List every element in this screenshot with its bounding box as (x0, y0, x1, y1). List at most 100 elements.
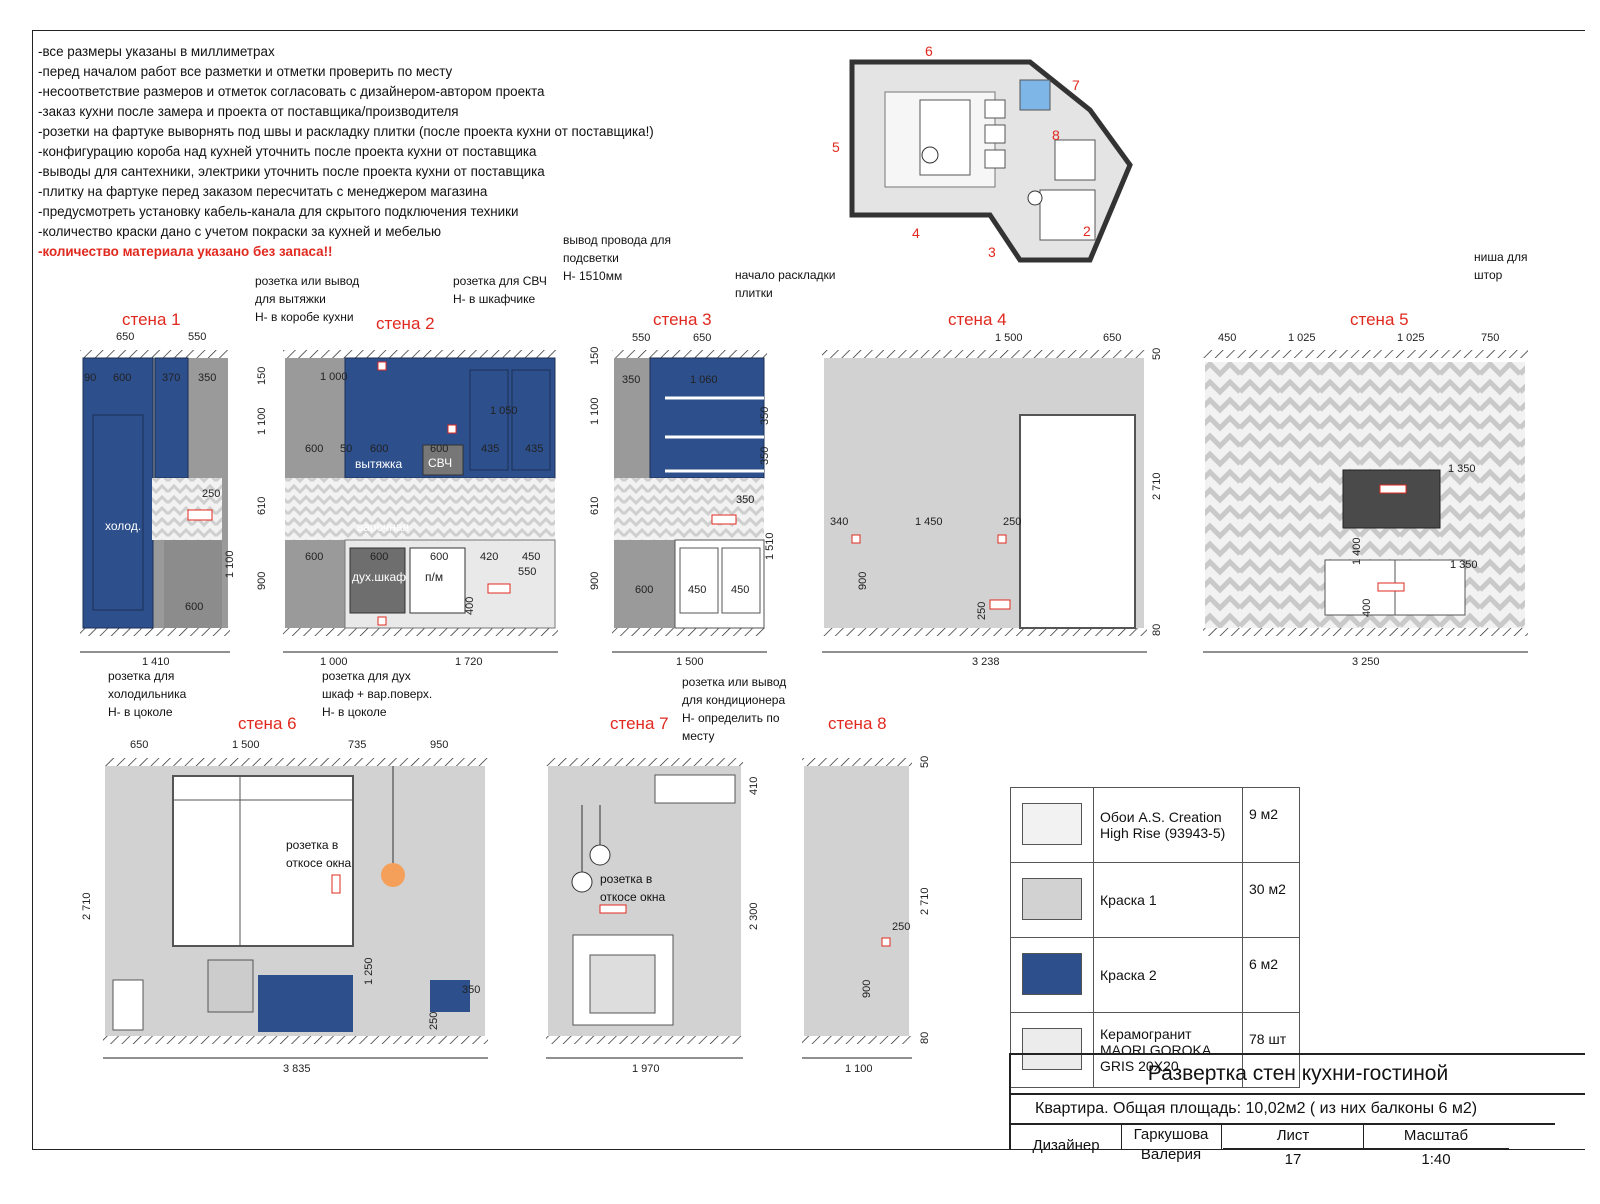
floor-plan: 6 7 8 5 4 3 2 (832, 43, 1133, 263)
window-outlet-note-6: розетка в откосе окна (286, 838, 352, 870)
svg-text:350: 350 (622, 374, 640, 386)
svg-text:600: 600 (370, 443, 388, 455)
svg-text:50: 50 (919, 756, 931, 768)
svg-text:1 500: 1 500 (995, 332, 1023, 344)
lighting-wire-note: вывод провода для подсветки Н- 1510мм (563, 233, 671, 283)
svg-text:600: 600 (185, 601, 203, 613)
svg-text:90: 90 (84, 372, 96, 384)
note: -количество краски дано с учетом покраск… (38, 224, 442, 239)
svg-text:420: 420 (480, 551, 498, 563)
svg-text:3 835: 3 835 (283, 1063, 311, 1075)
svg-text:1 025: 1 025 (1288, 332, 1316, 344)
note: -все размеры указаны в миллиметрах (38, 44, 275, 59)
svg-text:450: 450 (1218, 332, 1236, 344)
svg-text:1 500: 1 500 (676, 656, 704, 668)
svg-text:1 450: 1 450 (915, 516, 943, 528)
svg-text:600: 600 (430, 443, 448, 455)
sheet-subtitle: Квартира. Общая площадь: 10,02м2 ( из ни… (1011, 1095, 1555, 1125)
plan-number: 8 (1052, 127, 1060, 143)
tile-swatch (1022, 1027, 1082, 1070)
svg-text:1 000: 1 000 (320, 656, 348, 668)
svg-text:650: 650 (693, 332, 711, 344)
scale-value: 1:40 (1421, 1151, 1451, 1168)
fridge-label: холод. (105, 519, 141, 533)
svg-text:1 510: 1 510 (764, 532, 776, 560)
svg-text:340: 340 (830, 516, 848, 528)
svg-text:450: 450 (522, 551, 540, 563)
svg-text:1 720: 1 720 (455, 656, 483, 668)
oven-outlet-note: розетка для дух шкаф + вар.поверх. Н- в … (322, 669, 433, 719)
wall-4-elevation: 340 1 450 250 900 250 2 710 50 80 1 500 … (822, 332, 1163, 668)
svg-text:350: 350 (462, 984, 480, 996)
svg-text:450: 450 (731, 584, 749, 596)
svg-text:350: 350 (759, 447, 771, 465)
svg-text:650: 650 (130, 739, 148, 751)
svg-text:250: 250 (976, 602, 988, 620)
svg-text:1 100: 1 100 (224, 550, 236, 578)
title-block: Развертка стен кухни-гостиной Квартира. … (1009, 1053, 1585, 1168)
wall-8-title: стена 8 (828, 714, 887, 733)
wall-6-title: стена 6 (238, 714, 297, 733)
note: -предусмотреть установку кабель-канала д… (38, 204, 519, 219)
svg-text:600: 600 (370, 551, 388, 563)
svg-text:150: 150 (256, 367, 268, 385)
svg-text:350: 350 (759, 407, 771, 425)
wall-4-title: стена 4 (948, 310, 1007, 329)
svg-text:250: 250 (1003, 516, 1021, 528)
svg-text:150: 150 (589, 347, 601, 365)
scale-label: Масштаб (1403, 1127, 1469, 1144)
svg-text:250: 250 (892, 921, 910, 933)
sheet-label: Лист (1276, 1127, 1310, 1144)
note: -розетки на фартуке выворнять под швы и … (38, 124, 654, 139)
wall-7-elevation: 410 2 300 1 970 (546, 758, 760, 1075)
wall-5-title: стена 5 (1350, 310, 1409, 329)
svg-text:950: 950 (430, 739, 448, 751)
svg-text:400: 400 (464, 597, 476, 615)
svg-text:1 350: 1 350 (1450, 559, 1478, 571)
legend-row: Краска 2 6 м2 (1010, 937, 1300, 1013)
svg-text:550: 550 (188, 331, 206, 343)
svg-text:1 400: 1 400 (1351, 537, 1363, 565)
svg-text:900: 900 (256, 572, 268, 590)
svg-text:350: 350 (198, 372, 216, 384)
materials-legend: Обои A.S. Creation High Rise (93943-5) 9… (1010, 787, 1300, 1088)
svg-text:650: 650 (116, 331, 134, 343)
svg-text:600: 600 (305, 443, 323, 455)
wallpaper-swatch (1022, 802, 1082, 845)
ac-outlet-note: розетка или вывод для кондиционера Н- оп… (682, 675, 787, 743)
plan-number: 4 (912, 225, 920, 241)
svg-text:250: 250 (428, 1012, 440, 1030)
paint2-swatch (1022, 952, 1082, 995)
hood-label: вытяжка (355, 457, 403, 471)
svg-text:1 500: 1 500 (232, 739, 260, 751)
svg-text:900: 900 (857, 572, 869, 590)
svg-text:750: 750 (1481, 332, 1499, 344)
fridge-outlet-note: розетка для холодильника Н- в цоколе (108, 669, 187, 719)
sheet-title: Развертка стен кухни-гостиной (1011, 1055, 1585, 1095)
svg-text:50: 50 (340, 443, 352, 455)
svg-text:735: 735 (348, 739, 366, 751)
note: -перед началом работ все разметки и отме… (38, 64, 453, 79)
plan-number: 6 (925, 43, 933, 59)
note: -плитку на фартуке перед заказом пересчи… (38, 184, 488, 199)
svg-text:1 025: 1 025 (1397, 332, 1425, 344)
svg-text:435: 435 (525, 443, 543, 455)
svg-text:2 710: 2 710 (81, 892, 93, 920)
wall-1-title: стена 1 (122, 310, 181, 329)
plan-number: 2 (1083, 223, 1091, 239)
svg-text:550: 550 (518, 566, 536, 578)
microwave-outlet-note: розетка для СВЧ Н- в шкафчике (453, 274, 547, 306)
window-outlet-note-7: розетка в откосе окна (600, 872, 666, 904)
legend-row: Краска 1 30 м2 (1010, 862, 1300, 938)
svg-text:610: 610 (256, 497, 268, 515)
svg-text:50: 50 (1151, 348, 1163, 360)
svg-text:600: 600 (635, 584, 653, 596)
general-notes: -все размеры указаны в миллиметрах -пере… (38, 42, 654, 262)
sheet-frame (32, 30, 1585, 1150)
svg-text:600: 600 (430, 551, 448, 563)
wall-2-elevation: вытяжка СВЧ варочная дух.шкаф п/м 1 000 … (256, 350, 558, 668)
plan-number: 5 (832, 139, 840, 155)
paint1-swatch (1022, 877, 1082, 920)
svg-text:1 100: 1 100 (845, 1063, 873, 1075)
